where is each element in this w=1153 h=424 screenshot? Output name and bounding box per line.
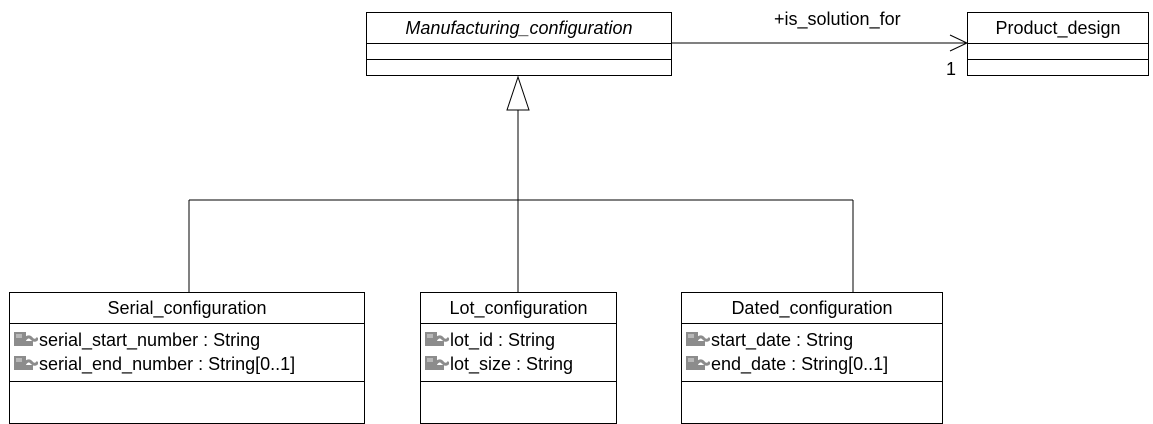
attributes-compartment: lot_id : String lot_size : String [421,324,616,382]
operations-compartment [421,382,616,397]
attribute-row[interactable]: lot_id : String [425,328,616,352]
operations-compartment [682,382,942,397]
class-dated-configuration[interactable]: Dated_configuration start_date : String … [681,292,943,424]
association-multiplicity-label: 1 [946,59,957,79]
attribute-text: start_date : String [711,329,854,350]
operations-compartment [968,60,1148,75]
attribute-icon [14,332,38,348]
class-name: Serial_configuration [10,293,364,324]
attribute-icon [686,356,710,372]
attribute-row[interactable]: serial_start_number : String [14,328,364,352]
class-lot-configuration[interactable]: Lot_configuration lot_id : String lot_si… [420,292,617,424]
attribute-icon [14,356,38,372]
attributes-compartment: start_date : String end_date : String[0.… [682,324,942,382]
attribute-row[interactable]: start_date : String [686,328,942,352]
attribute-row[interactable]: end_date : String[0..1] [686,352,942,376]
attribute-icon [425,332,449,348]
operations-compartment [367,60,671,75]
class-name: Dated_configuration [682,293,942,324]
class-serial-configuration[interactable]: Serial_configuration serial_start_number… [9,292,365,424]
class-name: Lot_configuration [421,293,616,324]
attribute-text: lot_id : String [450,329,556,350]
attributes-compartment: serial_start_number : String serial_end_… [10,324,364,382]
attribute-row[interactable]: lot_size : String [425,352,616,376]
attributes-compartment [968,44,1148,60]
attribute-text: end_date : String[0..1] [711,353,889,374]
association-role-label: +is_solution_for [774,9,901,29]
attribute-text: serial_start_number : String [39,329,261,350]
class-name: Product_design [968,13,1148,44]
attribute-row[interactable]: serial_end_number : String[0..1] [14,352,364,376]
operations-compartment [10,382,364,397]
class-name: Manufacturing_configuration [367,13,671,44]
attribute-text: lot_size : String [450,353,574,374]
class-manufacturing-configuration[interactable]: Manufacturing_configuration [366,12,672,76]
generalization-triangle [506,75,530,111]
attribute-icon [425,356,449,372]
class-product-design[interactable]: Product_design [967,12,1149,76]
attribute-icon [686,332,710,348]
attributes-compartment [367,44,671,60]
attribute-text: serial_end_number : String[0..1] [39,353,296,374]
